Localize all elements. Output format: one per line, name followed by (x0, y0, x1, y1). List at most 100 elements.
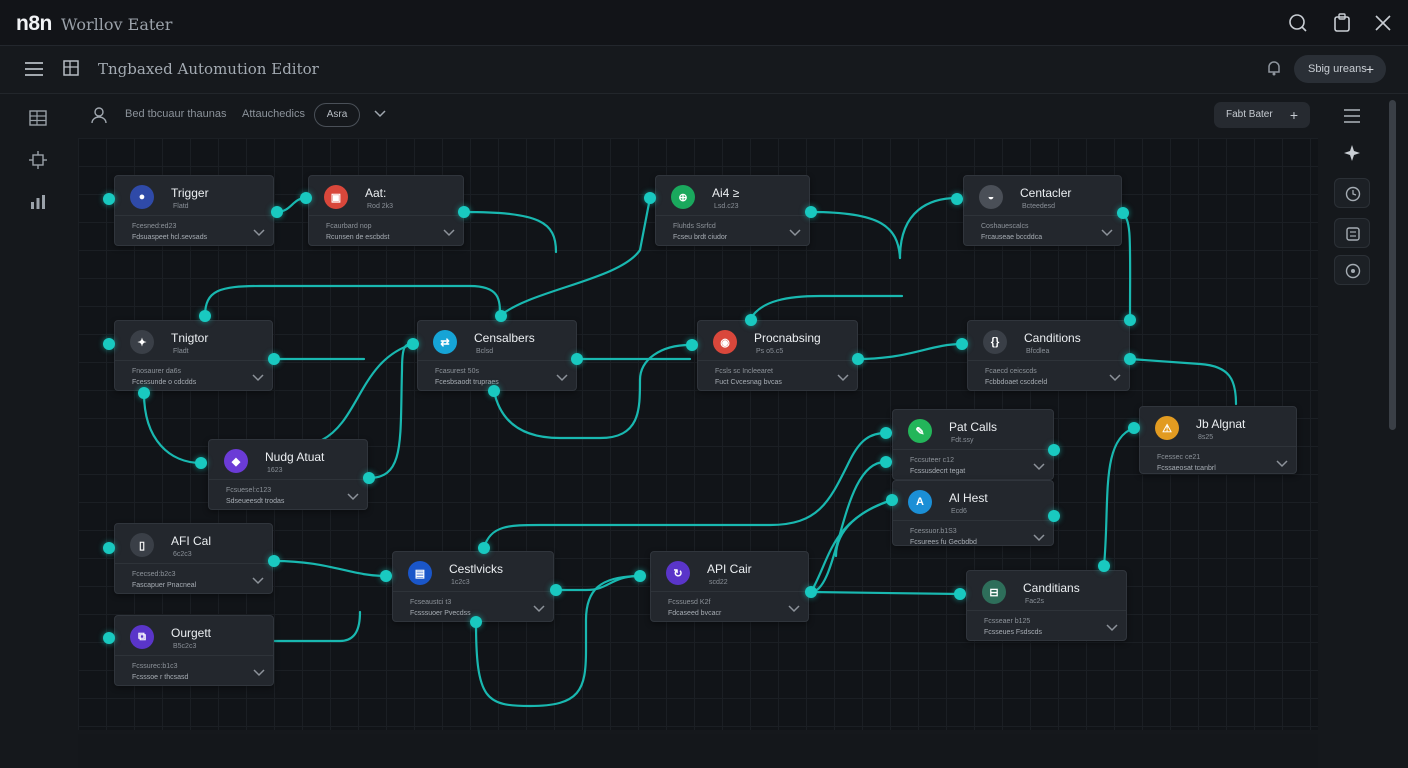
output-port[interactable] (1124, 353, 1136, 365)
chevron-down-icon[interactable] (1109, 373, 1121, 383)
filter-pill[interactable]: Asra (314, 103, 360, 127)
output-port[interactable] (488, 385, 500, 397)
input-port[interactable] (886, 494, 898, 506)
chevron-down-icon[interactable] (347, 492, 359, 502)
output-port[interactable] (268, 353, 280, 365)
output-port[interactable] (1048, 510, 1060, 522)
output-port[interactable] (363, 472, 375, 484)
output-port[interactable] (1124, 314, 1136, 326)
input-port[interactable] (634, 570, 646, 582)
chevron-down-icon[interactable] (1033, 533, 1045, 543)
chevron-down-icon[interactable] (789, 228, 801, 238)
menu-icon[interactable] (1343, 108, 1361, 124)
input-port[interactable] (880, 456, 892, 468)
output-port[interactable] (1117, 207, 1129, 219)
bell-icon[interactable] (1265, 59, 1283, 77)
chevron-down-icon[interactable] (533, 604, 545, 614)
output-port[interactable] (852, 353, 864, 365)
output-port[interactable] (571, 353, 583, 365)
input-port[interactable] (478, 542, 490, 554)
input-port[interactable] (880, 427, 892, 439)
info-button[interactable] (1334, 255, 1370, 285)
input-port[interactable] (956, 338, 968, 350)
chevron-down-icon[interactable] (788, 604, 800, 614)
chevron-down-icon[interactable] (253, 228, 265, 238)
chevron-down-icon[interactable] (556, 373, 568, 383)
output-port[interactable] (1048, 444, 1060, 456)
output-port[interactable] (271, 206, 283, 218)
output-port[interactable] (199, 310, 211, 322)
input-port[interactable] (954, 588, 966, 600)
input-port[interactable] (103, 338, 115, 350)
clock-button[interactable] (1334, 178, 1370, 208)
layout-icon[interactable] (62, 59, 80, 77)
chevron-down-icon[interactable] (252, 373, 264, 383)
input-port[interactable] (644, 192, 656, 204)
vertical-scrollbar[interactable] (1389, 100, 1396, 430)
search-icon[interactable] (1287, 12, 1309, 34)
input-port[interactable] (951, 193, 963, 205)
chevron-down-icon[interactable] (253, 668, 265, 678)
chevron-down-icon[interactable] (1276, 459, 1288, 469)
chart-icon[interactable] (28, 192, 48, 212)
list-icon (1346, 227, 1360, 241)
chevron-down-icon[interactable] (443, 228, 455, 238)
input-port[interactable] (1128, 422, 1140, 434)
input-port[interactable] (300, 192, 312, 204)
output-port[interactable] (495, 310, 507, 322)
chevron-down-icon[interactable] (837, 373, 849, 383)
node-footer: Fcseu brdt ciudor (673, 234, 728, 241)
chevron-down-icon[interactable] (252, 576, 264, 586)
output-port[interactable] (805, 586, 817, 598)
input-port[interactable] (407, 338, 419, 350)
clipboard-icon[interactable] (1331, 12, 1353, 34)
output-port[interactable] (138, 387, 150, 399)
compass-icon[interactable] (1343, 144, 1361, 162)
add-node-button[interactable]: Fabt Bater + (1214, 102, 1310, 128)
input-port[interactable] (103, 632, 115, 644)
output-port[interactable] (745, 314, 757, 326)
node-footer: Fuct Cvcesnag bvcas (715, 379, 782, 386)
input-port[interactable] (103, 193, 115, 205)
output-port[interactable] (1098, 560, 1110, 572)
output-port[interactable] (268, 555, 280, 567)
input-port[interactable] (103, 542, 115, 554)
user-icon[interactable] (90, 106, 108, 124)
chevron-down-icon[interactable] (374, 110, 386, 118)
share-button[interactable]: Sbig ureans + (1294, 55, 1386, 83)
input-port[interactable] (380, 570, 392, 582)
output-port[interactable] (470, 616, 482, 628)
chevron-down-icon[interactable] (1106, 623, 1118, 633)
table-icon[interactable] (28, 108, 48, 128)
settings-icon[interactable] (28, 150, 48, 170)
output-port[interactable] (550, 584, 562, 596)
output-port[interactable] (805, 206, 817, 218)
output-port[interactable] (458, 206, 470, 218)
chevron-down-icon[interactable] (1101, 228, 1113, 238)
menu-icon[interactable] (24, 60, 44, 78)
close-icon[interactable] (1372, 12, 1394, 34)
input-port[interactable] (195, 457, 207, 469)
chevron-down-icon[interactable] (1033, 462, 1045, 472)
input-port[interactable] (686, 339, 698, 351)
list-button[interactable] (1334, 218, 1370, 248)
